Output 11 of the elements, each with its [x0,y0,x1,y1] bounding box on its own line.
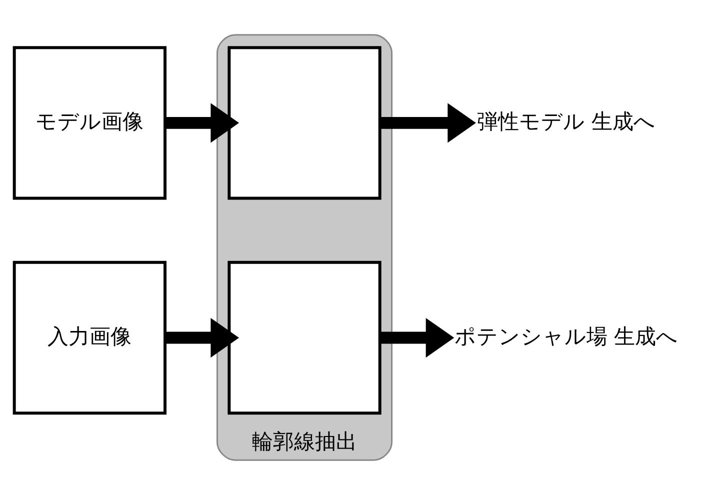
arrow [165,318,239,358]
node-box: モデル画像 [12,46,166,200]
node-text: ポテンシャル場 生成へ [454,324,678,348]
arrow [165,103,239,143]
arrow [380,103,476,143]
node-box [228,46,382,200]
node-box: 入力画像 [12,260,166,415]
node-text: 弾性モデル 生成へ [477,109,656,134]
arrow [380,318,454,358]
node-box [228,260,382,415]
cluster: 輪郭線抽出 [216,34,393,461]
